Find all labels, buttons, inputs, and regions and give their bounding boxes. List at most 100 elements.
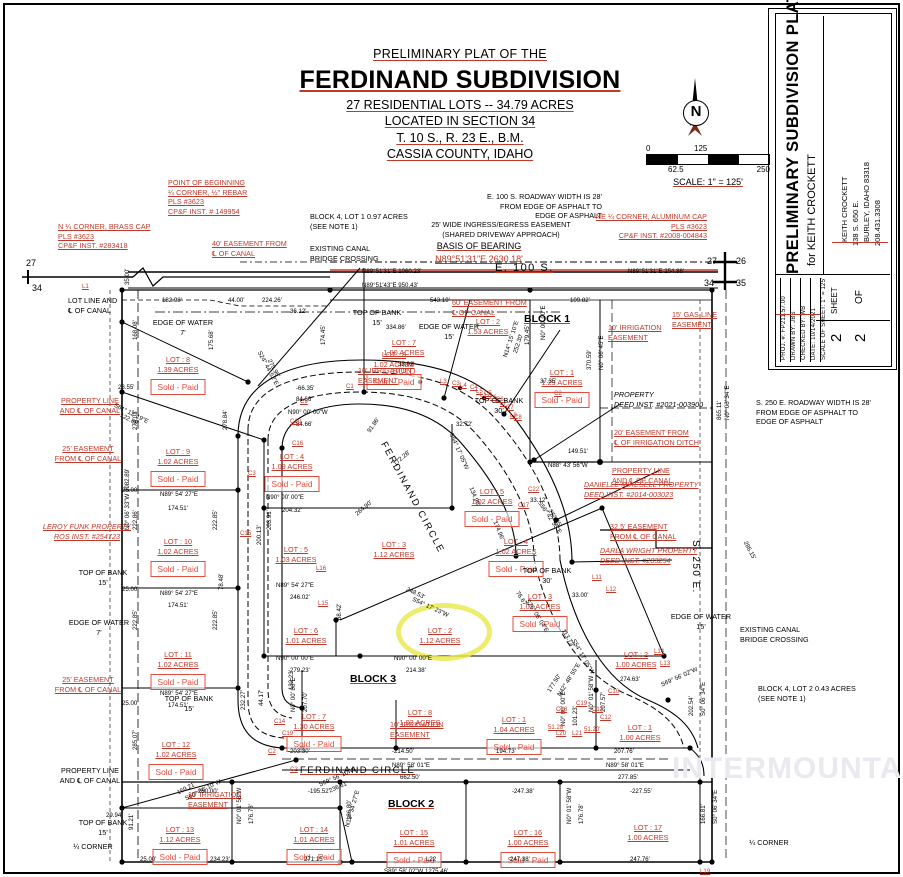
bearing-distance-label: 37.35' bbox=[540, 378, 557, 385]
bearing-distance-label: N89° 54' 27"E bbox=[160, 491, 198, 498]
label-line: 30' bbox=[542, 575, 552, 585]
annotation-line: ℄ OF IRRIGATION DITCH bbox=[614, 437, 699, 447]
label-line: 15' bbox=[98, 577, 108, 587]
scale-tick-125: 125 bbox=[694, 144, 708, 153]
curve-label: L21 bbox=[572, 730, 583, 737]
bearing-distance-label: 25.00' bbox=[122, 487, 139, 494]
bearing-distance-label: -195.52' bbox=[308, 788, 330, 795]
basis-of-bearing-label: BASIS OF BEARING bbox=[436, 241, 522, 251]
bearing-distance-label: -247.38' bbox=[512, 788, 534, 795]
label-line: 15' bbox=[98, 827, 108, 837]
sheet-title-block: PRELIMINARY SUBDIVISION PLAT for KEITH C… bbox=[768, 0, 897, 370]
annotation-line: EASEMENT bbox=[672, 319, 712, 329]
annotation-line: POINT OF BEGINNING bbox=[168, 178, 246, 187]
annotation-line: DEED INST. #283254 bbox=[600, 555, 671, 565]
bearing-distance-label: 176.78' bbox=[578, 804, 585, 824]
curve-label: 51.20' bbox=[584, 726, 601, 733]
bearing-distance-label: 44.17' bbox=[258, 689, 265, 706]
curve-label: L3 bbox=[440, 378, 447, 385]
lot-number: LOT : 5 bbox=[479, 487, 505, 496]
bearing-distance-label: 662.50' bbox=[400, 774, 420, 781]
annotation-line: AND ℄ OF CANAL bbox=[59, 405, 121, 415]
curve-label: L5 bbox=[476, 388, 483, 395]
annotation-line: ℄ OF CANAL bbox=[212, 248, 256, 258]
section-corner-34: 34 bbox=[704, 278, 715, 288]
curve-label: C8 bbox=[514, 414, 522, 421]
annotation-line: 40' EASEMENT FROM bbox=[212, 239, 287, 248]
street-label-s-250-e: S. 250 E. bbox=[690, 540, 701, 594]
bearing-distance-label: 35.00' bbox=[124, 268, 131, 285]
annotation-line: CP&F INST. #283418 bbox=[58, 241, 128, 250]
section-corner-34-left: 34 bbox=[32, 283, 43, 293]
curve-label: C19 bbox=[576, 700, 588, 707]
annotation-lot-line-canal: LOT LINE AND℄ OF CANAL bbox=[68, 296, 148, 315]
lot-number: LOT : 4 bbox=[503, 537, 529, 546]
bearing-distance-label: 194.73' bbox=[496, 748, 516, 755]
sheet-number-block: SHEET 2 OF 2 bbox=[776, 276, 869, 366]
bearing-distance-label: -66.35' bbox=[296, 385, 315, 392]
basis-of-bearing-value: N89°51'31"E 2630.18' bbox=[435, 253, 523, 264]
bearing-distance-label: 84.66' bbox=[296, 396, 313, 403]
street-label-e-100-s: E. 100 S. bbox=[495, 262, 554, 274]
lot-number: LOT : 16 bbox=[513, 828, 543, 837]
lot-number: LOT : 15 bbox=[399, 828, 429, 837]
bearing-distance-label: N90° 00' 00"E bbox=[394, 655, 432, 662]
lot-acreage: 1.39 ACRES bbox=[157, 364, 199, 374]
bearing-distance-label: 214.38' bbox=[406, 667, 426, 674]
north-arrow-icon: N bbox=[672, 78, 718, 140]
annotation-line: FROM EDGE OF ASPHALT TO bbox=[499, 201, 602, 211]
bearing-distance-label: N90° 00' 00"E bbox=[276, 655, 314, 662]
lot-status-badge: Sold - Paid bbox=[264, 475, 320, 492]
lot-status-badge: Sold - Paid bbox=[366, 373, 422, 390]
lot-acreage: 1.01 ACRES bbox=[293, 834, 335, 844]
annotation-line: EXISTING CANAL bbox=[740, 625, 801, 634]
bearing-distance-label: 44.00' bbox=[228, 297, 245, 304]
lot-acreage: 1.01 ACRES bbox=[285, 635, 327, 645]
annotation-line: FROM EDGE OF ASPHALT TO bbox=[756, 407, 859, 417]
bearing-distance-label: N89° 58' 01"E bbox=[606, 762, 644, 769]
annotation-line: BRIDGE CROSSING bbox=[740, 634, 809, 644]
lot-status-badge: Sold - Paid bbox=[512, 615, 568, 632]
curve-label: L17 bbox=[480, 392, 491, 399]
lot-status-badge: Sold - Paid bbox=[286, 735, 342, 752]
street-label-ferdinand-circle: FERDINAND CIRCLE bbox=[300, 765, 416, 776]
lot-acreage: 1.00 ACRES bbox=[615, 659, 657, 669]
bearing-distance-label: N90° 00' 00"W bbox=[288, 409, 328, 416]
lot-acreage: 1.01 ACRES bbox=[393, 837, 435, 847]
label-line: EDGE OF WATER bbox=[152, 318, 214, 327]
curve-label: C2 bbox=[268, 748, 276, 755]
curve-label: L13 bbox=[660, 660, 671, 667]
curve-label: L12 bbox=[606, 586, 617, 593]
lot-number: LOT : 2 bbox=[427, 626, 453, 635]
annotation-line: NE ¼ CORNER, ALUMINUM CAP bbox=[595, 212, 707, 221]
annotation-line: E. 100 S. ROADWAY WIDTH IS 28' bbox=[487, 192, 602, 201]
lot-acreage: 1.04 ACRES bbox=[493, 724, 535, 734]
annotation-line: BRIDGE CROSSING bbox=[310, 253, 379, 263]
curve-label: L15 bbox=[318, 600, 329, 607]
bearing-distance-label: 132.23' bbox=[288, 670, 295, 690]
bearing-distance-label: 174.45' bbox=[320, 325, 327, 345]
bearing-distance-label: 101.23' bbox=[572, 706, 579, 726]
annotation-line: DARLA WRIGHT PROPERTY bbox=[600, 546, 698, 555]
curve-label: C12 bbox=[600, 714, 612, 721]
lot-status-badge: Sold - Paid bbox=[464, 510, 520, 527]
bearing-distance-label: 222.85' bbox=[212, 610, 219, 630]
annotation-line: DANIELLE MIKESELL PROPERTY bbox=[584, 480, 699, 489]
